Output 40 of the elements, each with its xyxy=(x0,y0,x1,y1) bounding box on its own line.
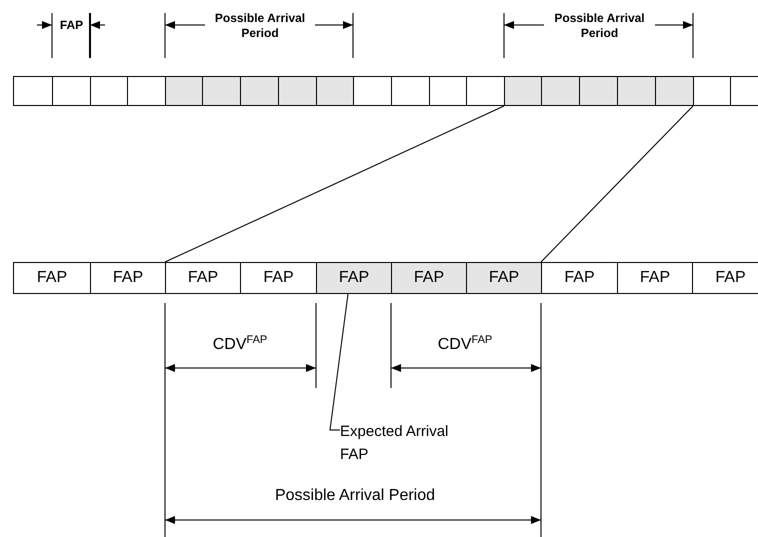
callout-label: Expected Arrival FAP xyxy=(340,422,450,465)
slot-cell: FAP xyxy=(90,262,166,294)
slot-cell: FAP xyxy=(316,262,392,294)
slot-cell xyxy=(541,76,580,106)
slot-cell xyxy=(240,76,279,106)
slot-cell xyxy=(353,76,392,106)
zoom-line xyxy=(540,106,694,262)
slot-cell: FAP xyxy=(541,262,618,294)
zoom-line xyxy=(164,106,504,262)
slot-cell: FAP xyxy=(692,262,758,294)
slot-cell xyxy=(52,76,91,106)
slot-cell: FAP xyxy=(617,262,693,294)
dimension-label: CDV$^{FAP}$ xyxy=(212,336,268,354)
slot-cell xyxy=(202,76,241,106)
slot-cell xyxy=(579,76,618,106)
slot-cell xyxy=(13,76,53,106)
slot-cell xyxy=(429,76,467,106)
dimension-label: Possible Arrival Period xyxy=(214,11,306,41)
slot-cell: FAP xyxy=(391,262,467,294)
slot-cell xyxy=(90,76,128,106)
slot-cell xyxy=(730,76,758,106)
slot-cell: FAP xyxy=(165,262,241,294)
slot-cell xyxy=(165,76,203,106)
slot-cell: FAP xyxy=(466,262,542,294)
slot-cell xyxy=(466,76,505,106)
slot-cell xyxy=(655,76,694,106)
slot-cell xyxy=(504,76,542,106)
slot-cell xyxy=(278,76,317,106)
dimension-label: FAP xyxy=(58,18,84,33)
dimension-label: Possible Arrival Period xyxy=(553,11,646,41)
dimension-label: CDV$^{FAP}$ xyxy=(436,336,494,354)
slot-cell: FAP xyxy=(13,262,91,294)
dimension-label: Possible Arrival Period xyxy=(274,487,436,505)
slot-cell xyxy=(127,76,166,106)
leader-line xyxy=(329,294,348,430)
slot-cell xyxy=(391,76,430,106)
slot-cell xyxy=(617,76,656,106)
slot-cell xyxy=(316,76,354,106)
slot-cell xyxy=(693,76,731,106)
slot-cell: FAP xyxy=(240,262,317,294)
